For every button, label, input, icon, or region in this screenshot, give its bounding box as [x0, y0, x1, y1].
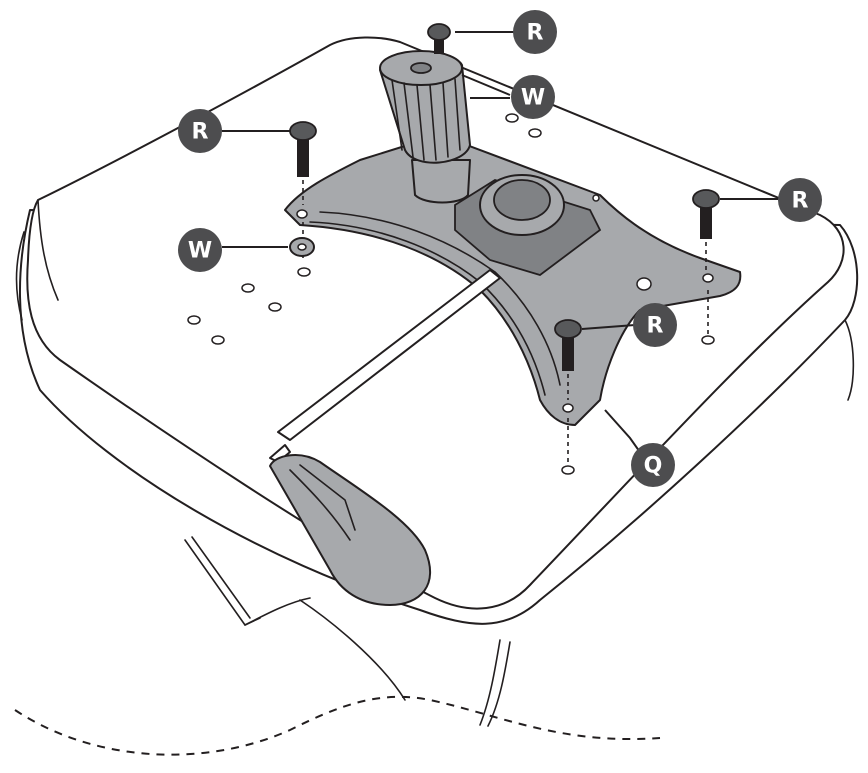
callout-r-right: R: [778, 178, 822, 222]
screw-r-center: [554, 319, 582, 462]
mechanism-plate: [284, 134, 742, 426]
seat-mounting-holes: [187, 113, 715, 475]
callout-r-center-label: R: [647, 314, 664, 339]
callout-r-center: R: [633, 303, 677, 347]
callout-w-knob-label: W: [521, 86, 545, 111]
callout-r-top: R: [513, 10, 557, 54]
callout-w-left-label: W: [188, 239, 212, 264]
callout-r-top-label: R: [527, 21, 544, 46]
callout-r-right-label: R: [792, 189, 809, 214]
washer-w-left: [289, 237, 315, 257]
tension-knob: [379, 50, 471, 204]
callout-w-left: W: [178, 228, 222, 272]
callout-w-knob: W: [511, 75, 555, 119]
callout-q-plate: Q: [631, 443, 675, 487]
callout-r-left: R: [178, 109, 222, 153]
height-adjust-lever: [269, 269, 501, 606]
screw-r-right: [692, 189, 720, 334]
screw-r-top: [427, 23, 451, 54]
callout-r-left-label: R: [192, 120, 209, 145]
callout-q-plate-label: Q: [644, 454, 663, 479]
